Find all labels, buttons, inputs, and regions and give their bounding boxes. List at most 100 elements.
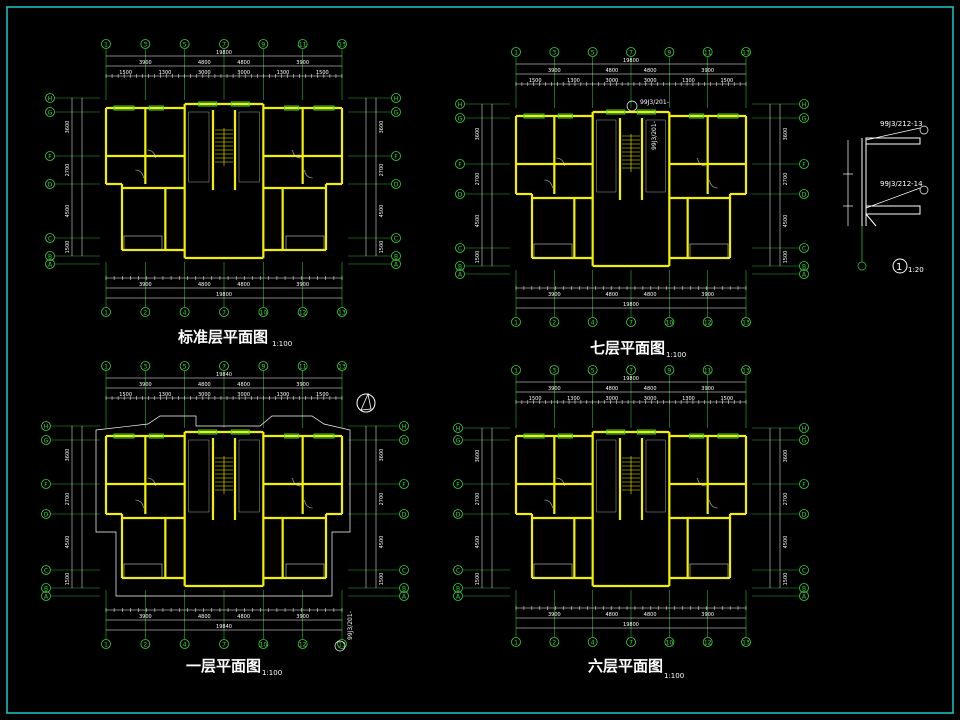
axis-bubble-top-1: 1	[514, 50, 518, 57]
dim-side: 3600	[783, 450, 789, 463]
axis-bubble-bottom-4: 4	[591, 640, 595, 647]
axis-bubble-bottom-10: 10	[260, 642, 268, 649]
plan-title-sixth: 六层平面图	[588, 657, 663, 675]
axis-bubble-bottom-2: 2	[552, 320, 556, 327]
dim-inner-top: 1500	[720, 78, 733, 84]
axis-bubble-top-3: 3	[143, 364, 147, 371]
plan-scale-seventh: 1:100	[666, 351, 686, 359]
dim-total-bottom: 19840	[216, 624, 232, 630]
plan-title-seventh: 七层平面图	[590, 339, 665, 357]
dim-inner-top: 1300	[567, 78, 580, 84]
axis-bubble-right-C: C	[802, 246, 806, 253]
axis-bubble-bottom-2: 2	[552, 640, 556, 647]
axis-bubble-top-1: 1	[104, 364, 108, 371]
axis-bubble-left-C: C	[48, 236, 52, 243]
axis-bubble-bottom-12: 12	[704, 320, 712, 327]
plan-scale-standard: 1:100	[272, 340, 292, 348]
dim-inner-top: 3000	[605, 78, 618, 84]
axis-bubble-left-H: H	[48, 96, 53, 103]
dim-inner-top: 1500	[720, 396, 733, 402]
axis-bubble-left-H: H	[44, 424, 49, 431]
axis-bubble-left-B: B	[48, 254, 52, 261]
dim-inner-top: 1500	[529, 396, 542, 402]
dim-side: 1500	[783, 251, 789, 264]
dim-inner-top: 1300	[567, 396, 580, 402]
dim-outer-bottom: 4800	[644, 612, 657, 618]
dim-outer-bottom: 4800	[198, 282, 211, 288]
dim-inner-top: 1300	[159, 70, 172, 76]
axis-bubble-bottom-10: 10	[666, 320, 674, 327]
axis-bubble-top-3: 3	[552, 50, 556, 57]
axis-bubble-left-A: A	[458, 272, 463, 279]
axis-bubble-right-A: A	[802, 594, 807, 601]
axis-bubble-top-13: 13	[742, 368, 750, 375]
axis-bubble-left-H: H	[456, 426, 461, 433]
axis-bubble-top-1: 1	[514, 368, 518, 375]
dim-side: 4500	[379, 536, 385, 549]
dim-side: 1500	[475, 251, 481, 264]
axis-bubble-right-H: H	[402, 424, 407, 431]
callout-first: 99J3/201-	[347, 611, 354, 640]
axis-bubble-bottom-4: 4	[183, 642, 187, 649]
axis-bubble-left-C: C	[44, 568, 48, 575]
axis-bubble-bottom-13: 13	[338, 310, 346, 317]
dim-side: 3600	[783, 128, 789, 141]
dim-inner-top: 1500	[316, 70, 329, 76]
dim-outer-top: 4800	[198, 60, 211, 66]
axis-bubble-top-1: 1	[104, 42, 108, 49]
dim-outer-bottom: 4800	[605, 612, 618, 618]
axis-bubble-top-9: 9	[261, 364, 265, 371]
dim-inner-top: 3000	[237, 392, 250, 398]
axis-bubble-top-3: 3	[143, 42, 147, 49]
axis-bubble-top-13: 13	[742, 50, 750, 57]
dim-side: 3600	[475, 128, 481, 141]
callout-seventh: 99J3/201-	[640, 99, 669, 106]
axis-bubble-right-A: A	[402, 594, 407, 601]
dim-outer-bottom: 4800	[198, 614, 211, 620]
dim-outer-bottom: 4800	[237, 282, 250, 288]
axis-bubble-top-11: 11	[704, 368, 712, 375]
axis-bubble-bottom-10: 10	[666, 640, 674, 647]
dim-outer-bottom: 3900	[548, 612, 561, 618]
axis-bubble-right-C: C	[402, 568, 406, 575]
axis-bubble-right-G: G	[802, 116, 807, 123]
axis-bubble-left-A: A	[48, 262, 53, 269]
axis-bubble-right-A: A	[802, 272, 807, 279]
axis-bubble-left-B: B	[44, 586, 48, 593]
dim-inner-top: 3000	[644, 78, 657, 84]
axis-bubble-bottom-12: 12	[299, 310, 307, 317]
dim-side: 3600	[65, 449, 71, 462]
axis-bubble-top-7: 7	[222, 364, 226, 371]
dim-side: 1500	[379, 573, 385, 586]
axis-bubble-right-H: H	[394, 96, 399, 103]
dim-outer-bottom: 4800	[644, 292, 657, 298]
axis-bubble-right-G: G	[802, 438, 807, 445]
dim-total-bottom: 19800	[623, 622, 639, 628]
axis-bubble-top-9: 9	[261, 42, 265, 49]
dim-side: 1500	[783, 573, 789, 586]
axis-bubble-top-5: 5	[183, 42, 187, 49]
axis-bubble-top-5: 5	[183, 364, 187, 371]
axis-bubble-top-9: 9	[667, 50, 671, 57]
axis-bubble-left-D: D	[456, 512, 461, 519]
axis-bubble-bottom-1: 1	[104, 642, 108, 649]
dim-outer-top: 4800	[644, 386, 657, 392]
dim-total-bottom: 19800	[623, 302, 639, 308]
dim-side: 3600	[475, 450, 481, 463]
axis-bubble-bottom-10: 10	[260, 310, 268, 317]
dim-side: 4500	[379, 205, 385, 218]
dim-outer-bottom: 3900	[296, 282, 309, 288]
dim-total-top: 19800	[623, 58, 639, 64]
dim-side: 1500	[65, 241, 71, 254]
dim-inner-top: 3000	[605, 396, 618, 402]
dim-inner-top: 3000	[237, 70, 250, 76]
dim-outer-bottom: 4800	[605, 292, 618, 298]
dim-side: 2700	[379, 493, 385, 506]
dim-total-top: 19800	[623, 376, 639, 382]
dim-outer-top: 3900	[701, 68, 714, 74]
axis-bubble-bottom-7: 7	[629, 640, 633, 647]
axis-bubble-left-C: C	[456, 568, 460, 575]
dim-total-top: 19800	[216, 50, 232, 56]
axis-bubble-bottom-4: 4	[591, 320, 595, 327]
